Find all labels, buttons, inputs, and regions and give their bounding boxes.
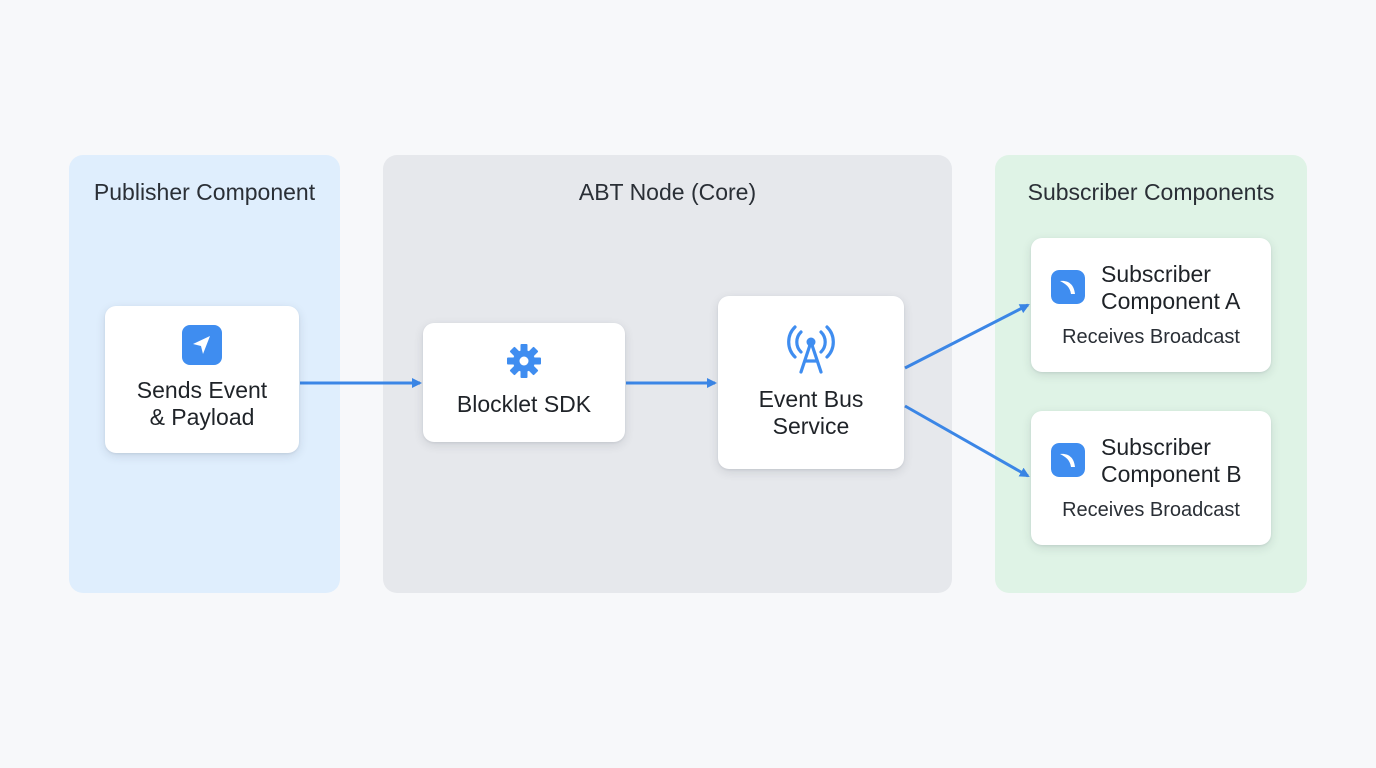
publisher-label-line1: Sends Event (136, 377, 268, 403)
antenna-icon (787, 325, 835, 374)
event-bus-label-line1: Event Bus (758, 386, 864, 412)
paper-plane-icon (182, 325, 222, 365)
blocklet-sdk-label: Blocklet SDK (456, 391, 592, 417)
subscribers-panel-title: Subscriber Components (1027, 179, 1275, 205)
subscriber-b-card[interactable]: Subscriber Component B Receives Broadcas… (1031, 411, 1271, 545)
gear-icon (507, 344, 541, 378)
app-icon (1051, 270, 1085, 304)
subscriber-b-description: Receives Broadcast (1062, 499, 1240, 521)
subscriber-a-title-line1: Subscriber (1101, 261, 1211, 287)
publisher-label-line2: & Payload (149, 404, 255, 430)
subscriber-b-title-line1: Subscriber (1101, 434, 1211, 460)
blocklet-sdk-card[interactable]: Blocklet SDK (423, 323, 625, 442)
subscriber-a-card[interactable]: Subscriber Component A Receives Broadcas… (1031, 238, 1271, 372)
arrow-bus-to-sub-b (904, 404, 1030, 478)
subscriber-a-title-line2: Component A (1101, 288, 1241, 314)
app-icon (1051, 443, 1085, 477)
core-panel-title: ABT Node (Core) (578, 179, 757, 205)
subscriber-b-title-line2: Component B (1101, 461, 1242, 487)
arrow-bus-to-sub-a (904, 303, 1030, 370)
publisher-panel-title: Publisher Component (93, 179, 316, 205)
subscriber-a-description: Receives Broadcast (1062, 326, 1240, 348)
event-bus-label-line2: Service (772, 413, 850, 439)
event-bus-card[interactable]: Event Bus Service (718, 296, 904, 469)
publisher-card[interactable]: Sends Event & Payload (105, 306, 299, 453)
